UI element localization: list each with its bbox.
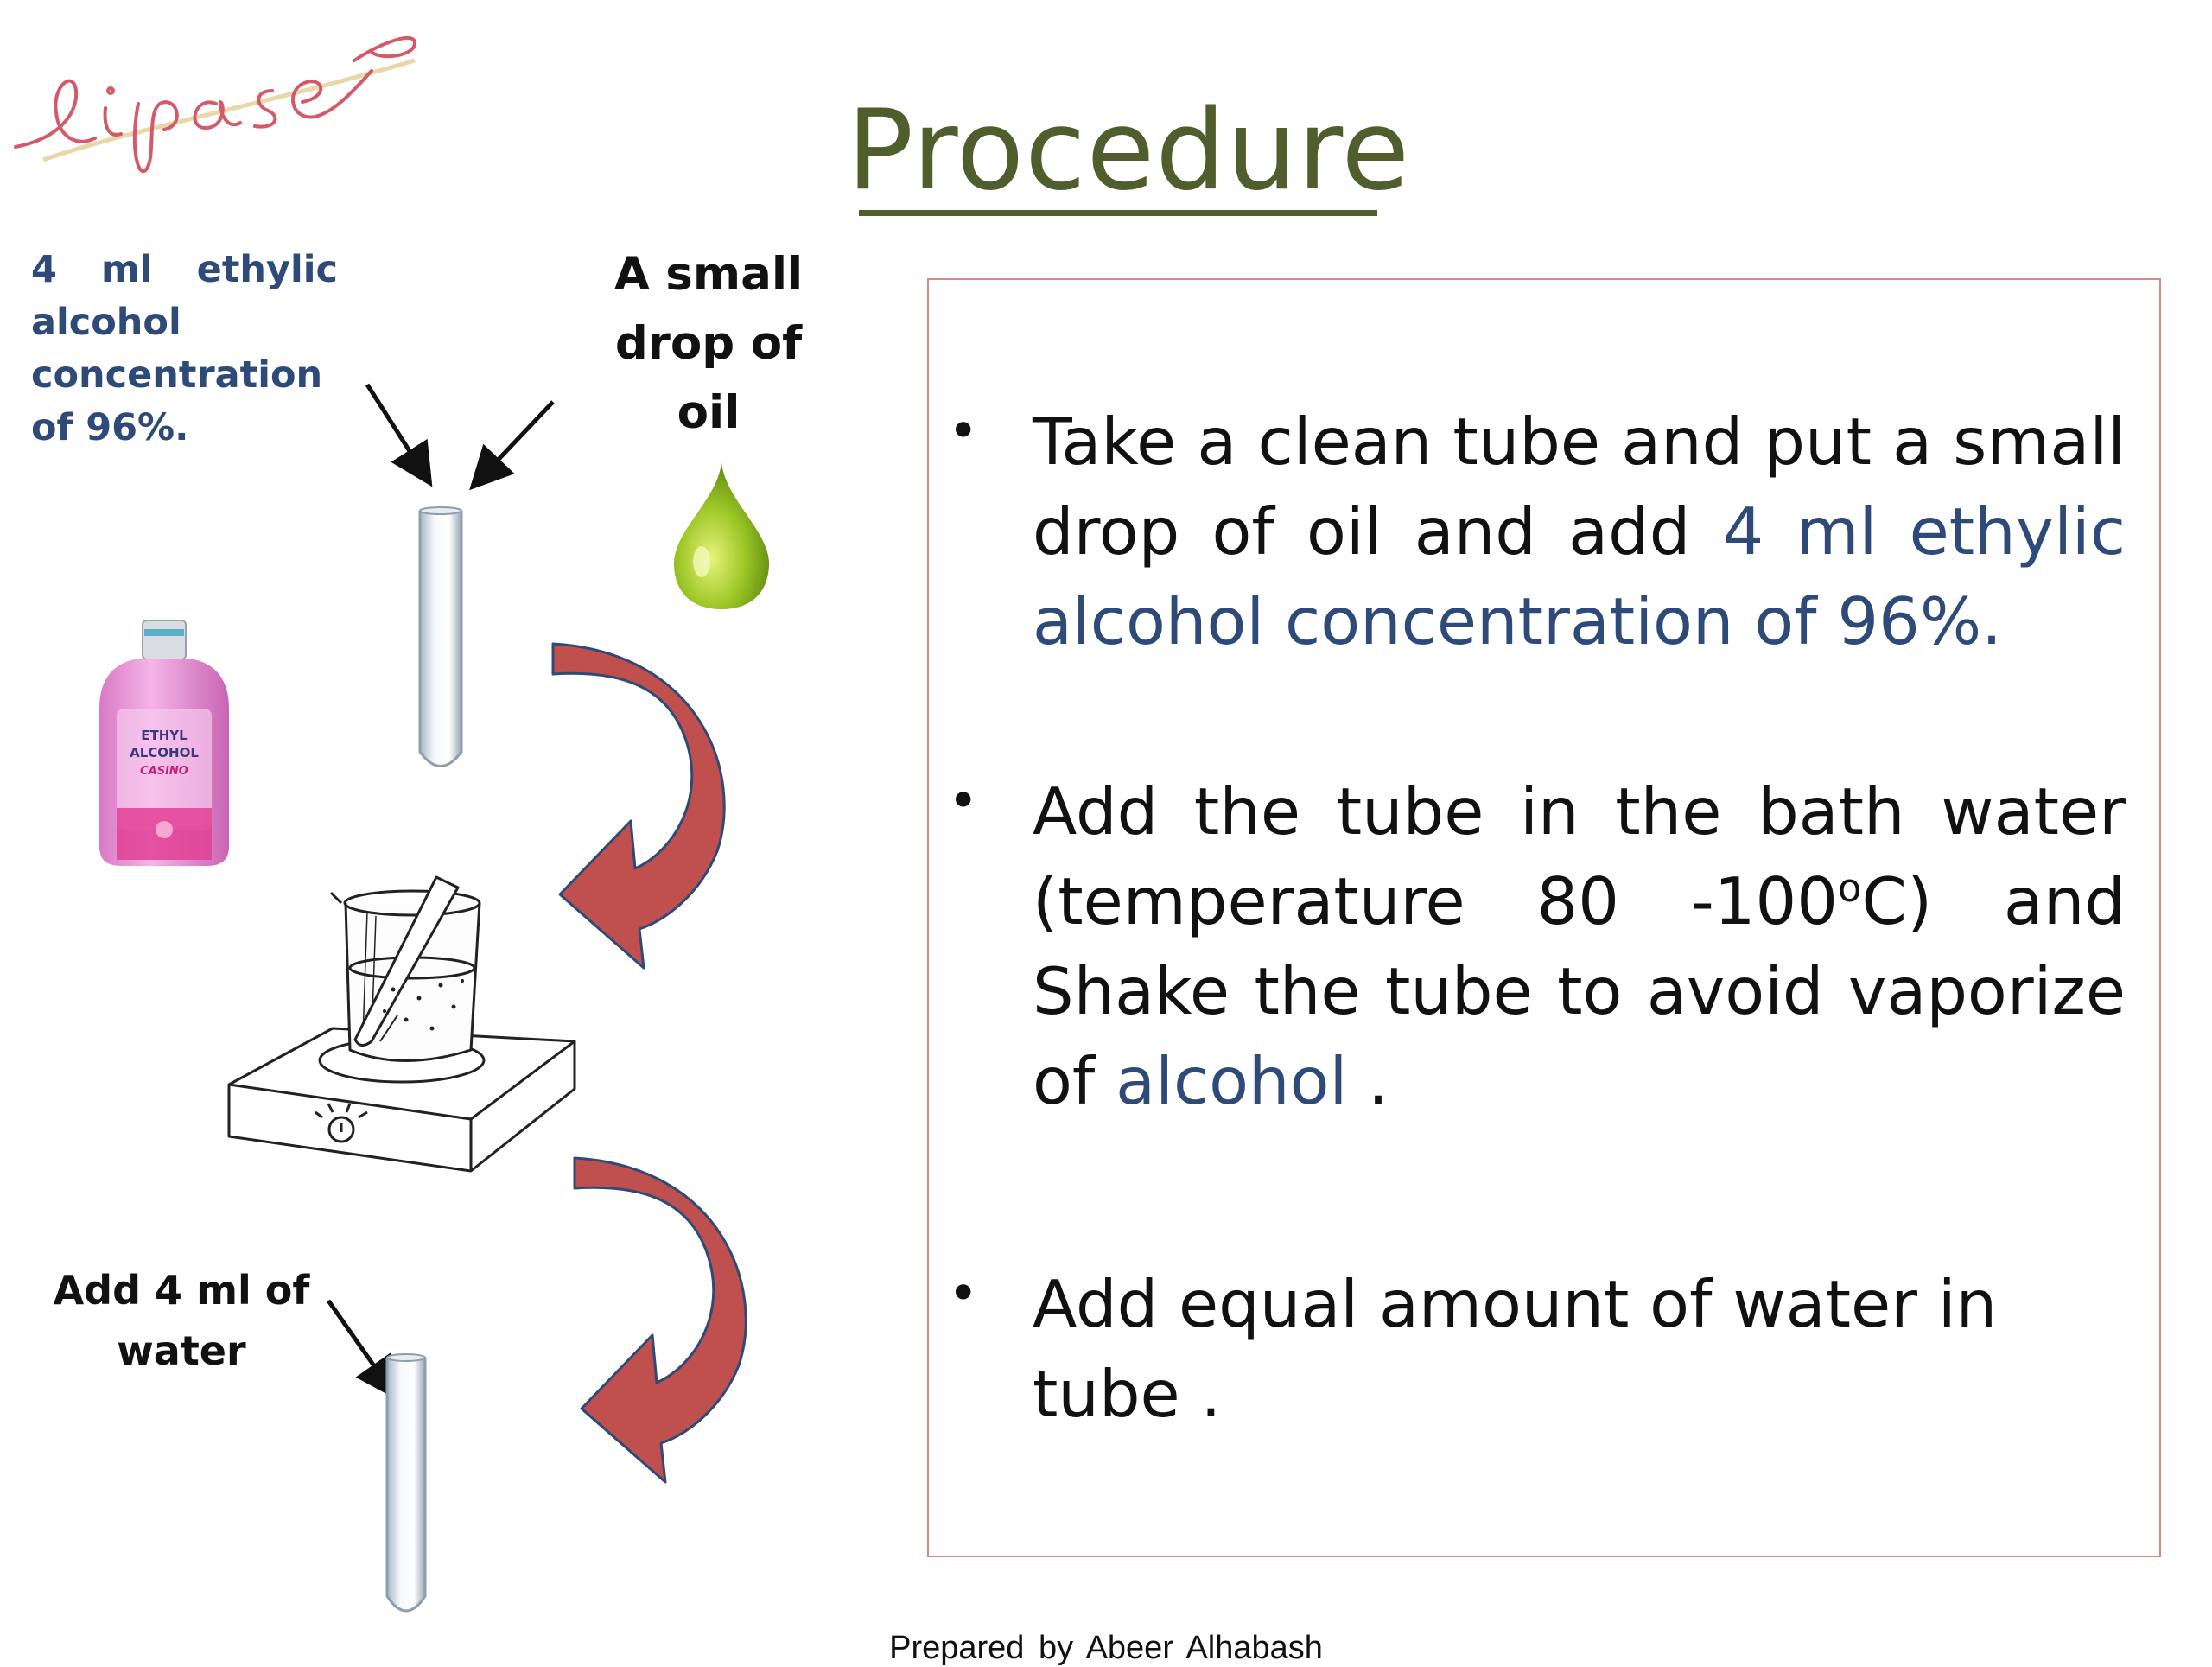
step-2-highlight: alcohol [1116,1043,1348,1119]
water-label: Add 4 ml of water [53,1267,310,1374]
step-1: Take a clean tube and put a small drop o… [1033,397,2126,666]
bullet-3: • [948,1263,979,1324]
oil-pointer-arrow [469,400,555,491]
test-tube-icon-2 [385,1353,427,1613]
step-1-highlight: 4 ml ethylic alcohol concentration of 96… [1033,493,2126,659]
bullet-2: • [948,771,979,831]
pointer-arrows [326,383,555,1401]
procedure-box: • Take a clean tube and put a small drop… [927,278,2161,1557]
alcohol-pointer-arrow [365,383,433,487]
title-underline [859,210,1377,216]
step-2-text-a: Add the tube in the bath water (temperat… [1033,773,2126,939]
beaker-hot-plate-icon [227,875,576,1173]
bottle-label-line3: CASINO [140,765,188,778]
bottle-label-line1: ETHYL [141,728,188,743]
curved-arrow-icon-1 [551,642,726,970]
test-tube-icon [418,506,463,767]
footer-credit: Prepared by Abeer Alhabash [889,1630,1323,1666]
bullet-1: • [948,401,979,461]
step-2-text-b: C) and Shake the tube to avoid vaporize … [1033,863,2126,1119]
ethyl-alcohol-bottle-icon: ETHYL ALCOHOL CASINO [99,620,229,866]
page-title: Procedure [847,86,1411,215]
step-3: Add equal amount of water in tube . [1033,1259,2126,1439]
step-2-text-d: . [1347,1043,1389,1119]
step-2: Add the tube in the bath water (temperat… [1033,767,2126,1126]
curved-arrow-icon-2 [573,1156,747,1484]
step-3-text: Add equal amount of water in tube . [1033,1266,1998,1432]
bottle-label-line2: ALCOHOL [130,745,199,760]
step-1-text-a: Take a clean tube and put a small drop o… [1033,404,2126,569]
alcohol-label: 4 ml ethylic alcohol concentration of 96… [31,248,338,449]
water-pointer-arrow [326,1299,398,1401]
step-2-degree: o [1837,865,1862,911]
lipase-logo [14,35,416,173]
oil-label: A small drop of oil [613,248,804,439]
oil-drop-icon [673,462,770,609]
